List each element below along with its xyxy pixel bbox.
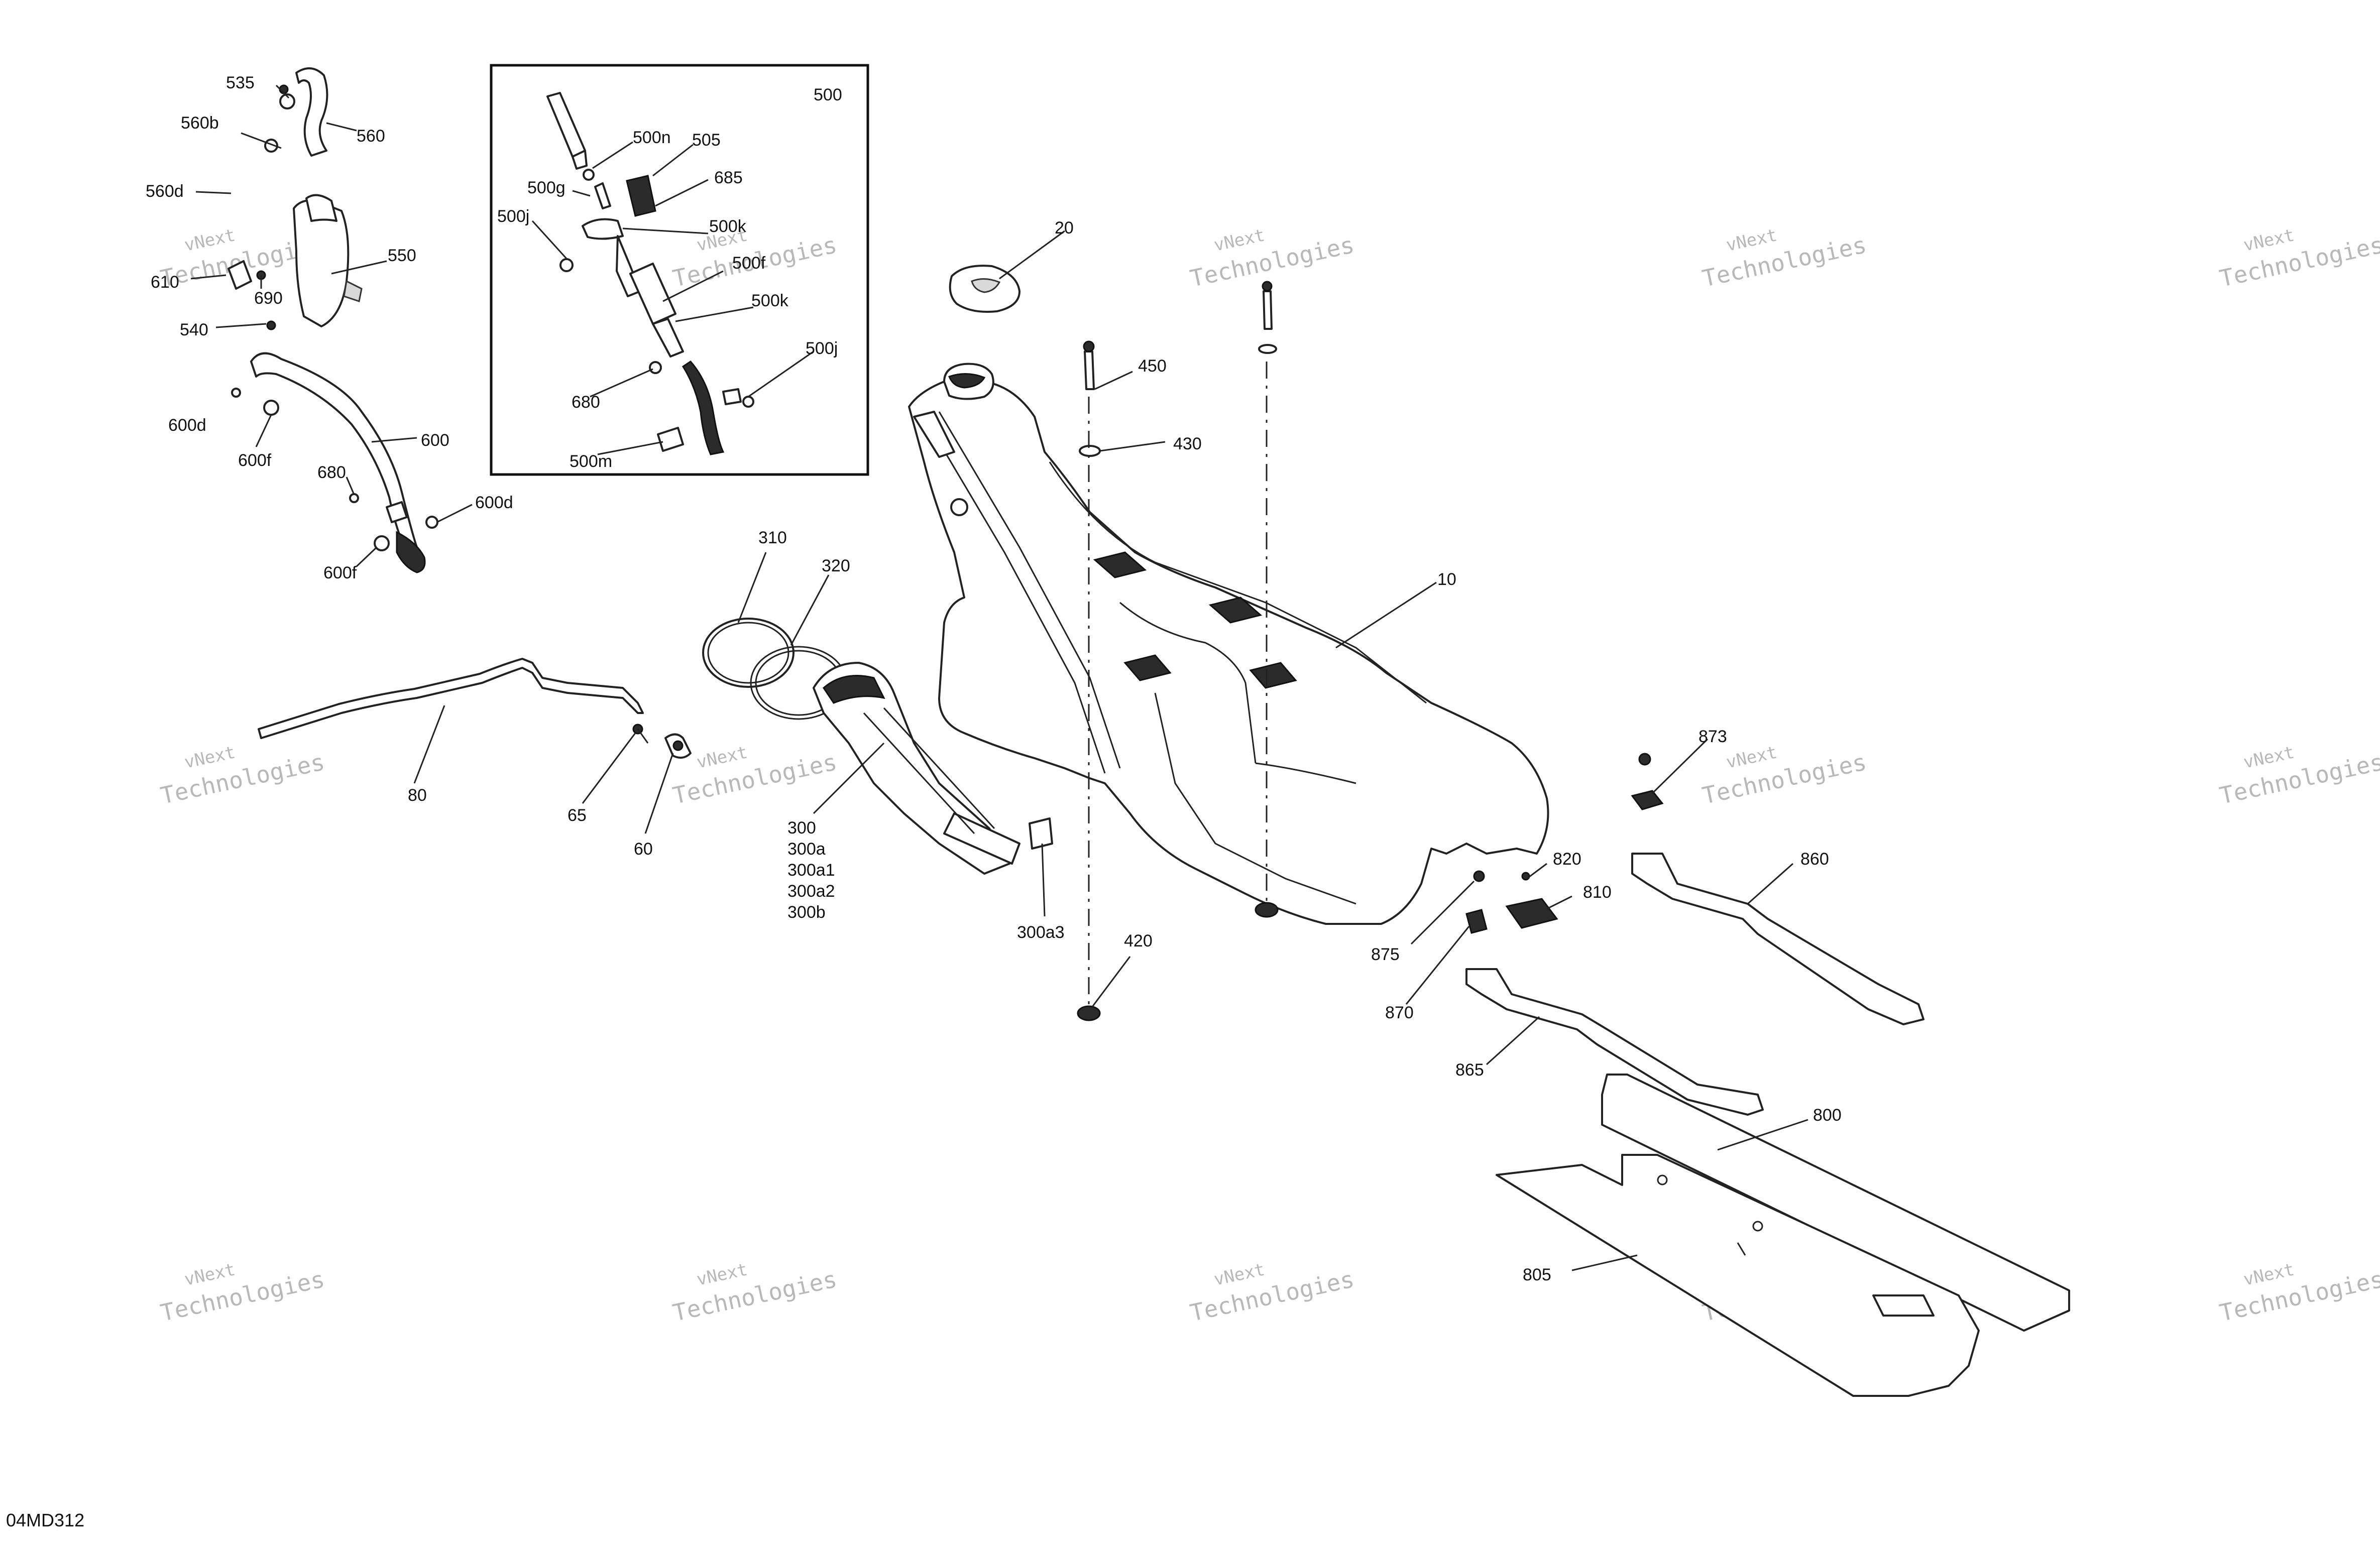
- fuel-line-80: [258, 658, 644, 739]
- watermark: vNext Technologies: [1188, 1259, 1356, 1327]
- bracket-810: [1505, 872, 1558, 929]
- watermark: vNext Technologies: [2217, 742, 2380, 809]
- inset-500-title: 500: [814, 85, 842, 104]
- callout-labels: 535 560b 560 560d 550 610 690 540 600d 6…: [146, 73, 1842, 1284]
- callout-300a: 300a: [787, 840, 826, 859]
- callout-10: 10: [1437, 570, 1456, 589]
- inset-500-frame: [490, 64, 869, 476]
- callout-500m: 500m: [570, 452, 612, 471]
- callout-600f-upper: 600f: [238, 451, 272, 470]
- callout-430: 430: [1173, 434, 1202, 453]
- callout-500g: 500g: [527, 178, 565, 197]
- callout-680-inset: 680: [572, 393, 600, 412]
- callout-873: 873: [1698, 727, 1727, 746]
- callout-300a1: 300a1: [787, 861, 835, 880]
- callout-600d-lower: 600d: [475, 493, 513, 512]
- callout-535: 535: [226, 73, 255, 92]
- watermark: vNext Technologies: [158, 1259, 327, 1327]
- vent-hose-upper: [264, 67, 328, 157]
- callout-60: 60: [634, 840, 653, 859]
- watermark: vNext Technologies: [1700, 225, 1869, 292]
- callout-875: 875: [1371, 945, 1400, 964]
- bolt-450: [1083, 340, 1095, 390]
- callout-560b: 560b: [181, 113, 219, 133]
- callout-65: 65: [568, 806, 587, 825]
- bolt-upper-right: [1258, 281, 1277, 354]
- quick-connector-60: [664, 733, 692, 759]
- callout-560: 560: [357, 127, 385, 146]
- leader-lines: [190, 84, 1808, 1271]
- watermark: vNext Technologies: [670, 1259, 839, 1327]
- svg-text:Technologies: Technologies: [2217, 1265, 2380, 1327]
- watermark: vNext Technologies: [1188, 225, 1356, 292]
- callout-610: 610: [151, 273, 179, 292]
- callout-550: 550: [388, 246, 416, 265]
- watermark: vNext Technologies: [158, 742, 327, 809]
- callout-300b: 300b: [787, 903, 826, 922]
- svg-text:Technologies: Technologies: [2217, 231, 2380, 292]
- callout-310: 310: [758, 528, 787, 547]
- fuel-pump-300: [813, 662, 1053, 875]
- heat-shield-805: [1496, 1154, 1980, 1397]
- callout-800: 800: [1813, 1106, 1842, 1125]
- callout-540: 540: [180, 320, 208, 339]
- callout-450: 450: [1138, 357, 1167, 376]
- callout-600: 600: [421, 431, 449, 450]
- callout-870: 870: [1385, 1003, 1414, 1022]
- callout-300: 300: [787, 818, 816, 838]
- callout-810: 810: [1583, 883, 1612, 902]
- callout-680-left: 680: [317, 463, 346, 482]
- callout-300a3: 300a3: [1017, 923, 1065, 942]
- washer-430: [1079, 445, 1101, 457]
- heat-shield-800: [1601, 1074, 2070, 1332]
- callout-80: 80: [408, 786, 427, 805]
- screw-875: [1473, 870, 1485, 882]
- callout-860: 860: [1800, 850, 1829, 869]
- callout-690: 690: [254, 289, 283, 308]
- svg-text:Technologies: Technologies: [2217, 748, 2380, 809]
- callout-320: 320: [822, 556, 850, 575]
- fuel-filter-assembly: [546, 92, 754, 455]
- callout-820: 820: [1553, 850, 1581, 869]
- watermark: vNext Technologies: [670, 742, 839, 809]
- callout-865: 865: [1455, 1060, 1484, 1080]
- callout-20: 20: [1055, 218, 1074, 238]
- grommet-420: [1077, 1005, 1101, 1021]
- callout-500k-lower: 500k: [751, 291, 789, 310]
- callout-805: 805: [1523, 1265, 1551, 1284]
- callout-500n: 500n: [633, 128, 671, 147]
- fuel-tank-10: [908, 363, 1549, 925]
- callout-685: 685: [714, 168, 743, 187]
- callout-560d: 560d: [146, 182, 184, 201]
- clip-870: [1465, 909, 1488, 934]
- watermark: vNext Technologies: [2217, 1259, 2380, 1327]
- watermark: vNext Technologies: [670, 225, 839, 292]
- lock-ring-310: [702, 618, 795, 688]
- pad-873: [1631, 753, 1664, 810]
- clamp-65: [632, 724, 649, 744]
- grommet-lower: [1255, 902, 1279, 918]
- callout-500f: 500f: [732, 254, 766, 273]
- vent-hose-600: [231, 352, 438, 573]
- callout-505: 505: [692, 131, 721, 150]
- callout-600f-lower: 600f: [323, 563, 357, 582]
- drawing-reference-code: 04MD312: [6, 1510, 84, 1530]
- watermark: vNext Technologies: [2217, 225, 2380, 292]
- bracket-865: [1465, 968, 1764, 1116]
- callout-500k-upper: 500k: [709, 217, 747, 236]
- callout-500j-upper: 500j: [497, 207, 529, 226]
- callout-420: 420: [1124, 931, 1153, 951]
- callout-300a2: 300a2: [787, 882, 835, 901]
- callout-600d-upper: 600d: [168, 416, 206, 435]
- fuel-cap-20: [949, 265, 1021, 313]
- callout-500j-lower: 500j: [806, 339, 838, 358]
- bracket-860: [1631, 853, 1924, 1025]
